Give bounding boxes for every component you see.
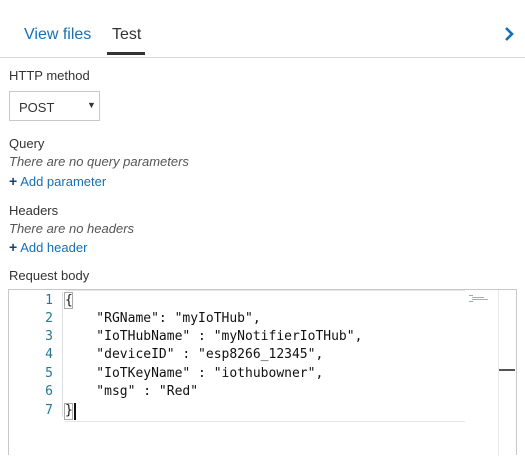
code-line: { [65, 293, 73, 308]
add-header-link[interactable]: +Add header [9, 239, 87, 255]
tab-bar: View files Test [0, 0, 525, 58]
current-line-border [65, 421, 465, 422]
code-line: "IoTHubName" : "myNotifierIoTHub", [65, 329, 363, 344]
bracket-match-highlight [64, 403, 73, 420]
add-parameter-label: Add parameter [20, 174, 107, 189]
tab-test[interactable]: Test [112, 26, 142, 43]
line-number: 5 [45, 366, 53, 381]
line-number: 4 [45, 347, 53, 362]
headers-label: Headers [9, 203, 59, 218]
code-line: "deviceID" : "esp8266_12345", [65, 347, 324, 362]
indent-guide [62, 292, 63, 417]
caret-down-icon: ▼ [87, 100, 96, 110]
code-line: } [65, 403, 73, 418]
minimap[interactable] [469, 294, 491, 302]
line-number: 6 [45, 384, 53, 399]
line-number: 7 [45, 403, 53, 418]
line-number: 3 [45, 329, 53, 344]
query-label: Query [9, 136, 45, 151]
http-method-value: POST [19, 100, 55, 115]
chevron-right-icon[interactable] [501, 26, 517, 42]
code-line: "RGName": "myIoTHub", [65, 311, 261, 326]
query-empty-text: There are no query parameters [9, 154, 189, 169]
plus-icon: + [9, 173, 18, 189]
tab-view-files[interactable]: View files [24, 26, 92, 43]
code-line: "IoTKeyName" : "iothubowner", [65, 366, 324, 381]
bracket-match-highlight [64, 292, 73, 309]
plus-icon: + [9, 239, 18, 255]
request-body-label: Request body [9, 268, 90, 283]
add-header-label: Add header [20, 240, 88, 255]
active-tab-indicator [107, 52, 145, 55]
line-number: 1 [45, 293, 53, 308]
add-parameter-link[interactable]: +Add parameter [9, 173, 106, 189]
text-cursor [74, 403, 76, 420]
headers-empty-text: There are no headers [9, 221, 135, 236]
http-method-select[interactable]: POST ▼ [9, 91, 100, 121]
vertical-scrollbar[interactable] [498, 290, 499, 456]
request-body-editor[interactable]: 1 2 3 4 5 6 7 { "RGName": "myIoTHub", "I… [8, 289, 517, 456]
current-line-border [65, 290, 465, 291]
http-method-label: HTTP method [9, 68, 90, 83]
scrollbar-cursor-marker [499, 369, 515, 371]
line-number: 2 [45, 311, 53, 326]
code-line: "msg" : "Red" [65, 384, 199, 399]
